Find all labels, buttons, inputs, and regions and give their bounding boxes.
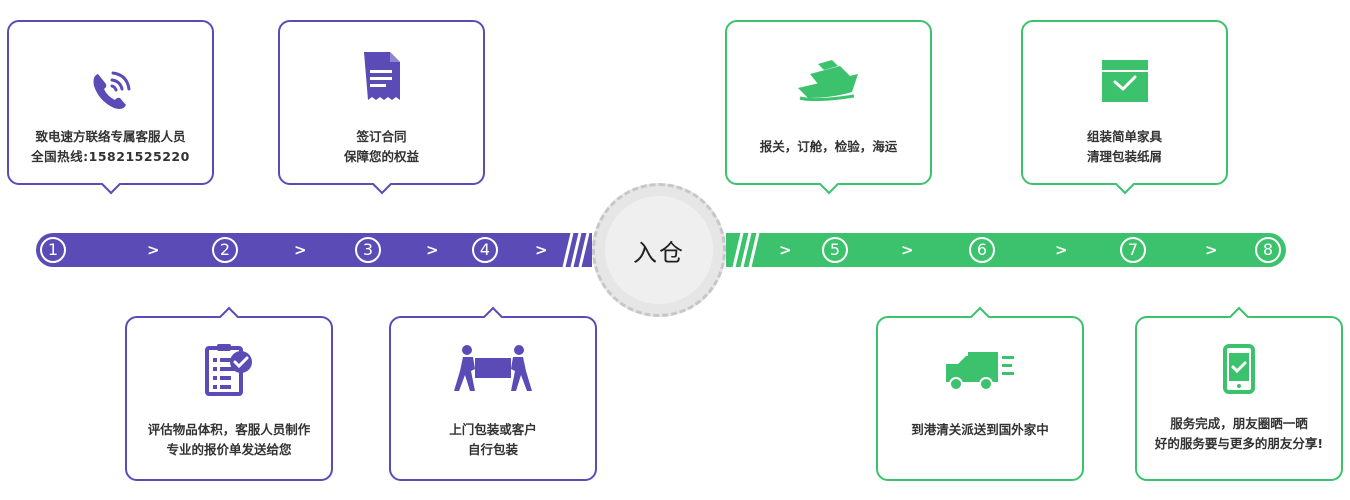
step5-line1: 报关，订舱，检验，海运 xyxy=(759,139,898,154)
truck-icon xyxy=(946,352,1014,391)
slash-mark-right xyxy=(732,233,760,267)
chevron-right-icon: > xyxy=(147,241,160,259)
hub-label: 入仓 xyxy=(605,196,713,304)
step4-line2: 自行包装 xyxy=(467,442,518,457)
chevron-right-icon: > xyxy=(294,241,307,259)
clipboard-check-icon xyxy=(205,344,252,396)
step2-line1: 评估物品体积，客服人员制作 xyxy=(147,422,311,437)
slash-mark-left xyxy=(562,233,590,267)
phone-check-icon xyxy=(1223,344,1255,394)
step-number-6: 6 xyxy=(969,237,995,263)
chevron-right-icon: > xyxy=(901,241,914,259)
step7-card: 组装简单家具 清理包装纸屑 xyxy=(1021,20,1228,195)
timeline-band-left xyxy=(36,233,592,267)
step-number-4: 4 xyxy=(472,237,498,263)
step1-line1: 致电速方联络专属客服人员 xyxy=(35,129,186,144)
step8-line1: 服务完成，朋友圈晒一晒 xyxy=(1170,416,1308,431)
step7-line1: 组装简单家具 xyxy=(1086,129,1162,144)
step-number-1: 1 xyxy=(40,237,66,263)
step2-line2: 专业的报价单发送给您 xyxy=(166,442,292,457)
step1-card: 致电速方联络专属客服人员 全国热线:15821525220 xyxy=(7,20,214,195)
step8-line2: 好的服务要与更多的朋友分享! xyxy=(1154,436,1324,451)
step-number-3: 3 xyxy=(355,237,381,263)
phone-icon xyxy=(93,71,130,109)
box-icon xyxy=(1101,60,1148,102)
step3-line2: 保障您的权益 xyxy=(343,149,419,164)
step-number-8: 8 xyxy=(1255,237,1281,263)
step2-card: 评估物品体积，客服人员制作 专业的报价单发送给您 xyxy=(125,306,333,481)
document-icon xyxy=(363,52,400,100)
chevron-right-icon: > xyxy=(535,241,548,259)
step3-card: 签订合同 保障您的权益 xyxy=(278,20,485,195)
step-number-2: 2 xyxy=(212,237,238,263)
chevron-right-icon: > xyxy=(1205,241,1218,259)
step5-card: 报关，订舱，检验，海运 xyxy=(725,20,932,195)
step6-line1: 到港清关派送到国外家中 xyxy=(911,422,1049,437)
warehouse-hub: 入仓 xyxy=(592,183,726,317)
step4-card: 上门包装或客户 自行包装 xyxy=(389,306,597,481)
chevron-right-icon: > xyxy=(779,241,792,259)
step4-line1: 上门包装或客户 xyxy=(449,422,537,437)
chevron-right-icon: > xyxy=(1055,241,1068,259)
step3-line1: 签订合同 xyxy=(356,129,407,144)
step-number-5: 5 xyxy=(822,237,848,263)
step1-line2: 全国热线:15821525220 xyxy=(31,149,190,164)
chevron-right-icon: > xyxy=(426,241,439,259)
movers-icon xyxy=(454,345,532,391)
step8-card: 服务完成，朋友圈晒一晒 好的服务要与更多的朋友分享! xyxy=(1135,306,1343,481)
step6-card: 到港清关派送到国外家中 xyxy=(876,306,1084,481)
timeline-band-right xyxy=(726,233,1286,267)
step-number-7: 7 xyxy=(1120,237,1146,263)
ship-icon xyxy=(797,60,858,102)
step7-line2: 清理包装纸屑 xyxy=(1086,149,1162,164)
